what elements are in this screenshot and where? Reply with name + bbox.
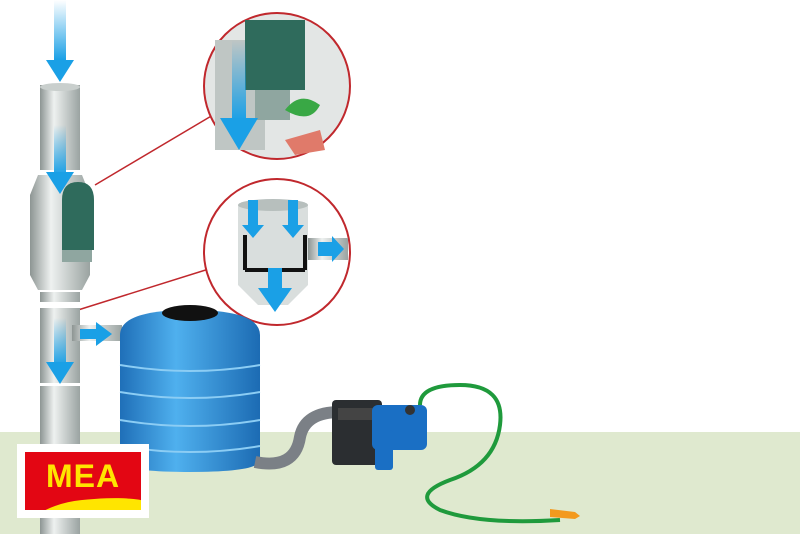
mea-logo: MEA [17,444,149,518]
leaf-filter [62,182,94,262]
detail-circle-collector [203,178,351,326]
detail-circle-filter [203,12,351,160]
garden-hose [418,382,561,524]
water-flow-arrows [46,0,112,384]
water-tank [119,305,261,472]
callout-lines [77,114,214,311]
garden-pump [332,400,427,470]
logo-swoosh [25,493,141,510]
hose-nozzle [550,509,580,519]
logo-text: MEA [45,458,121,494]
suction-hose [253,406,341,470]
